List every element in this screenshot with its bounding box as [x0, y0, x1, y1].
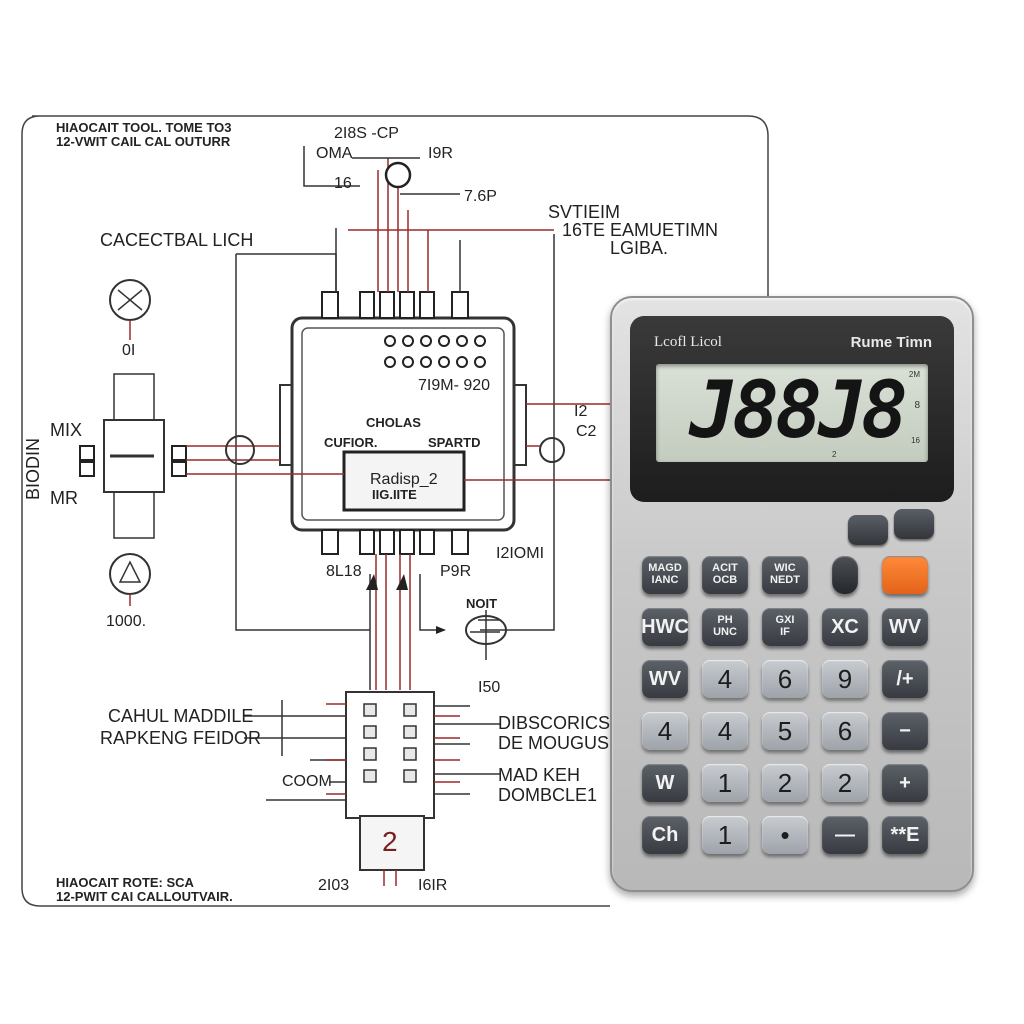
label-module-right-3: MAD KEH [498, 765, 581, 785]
label-system-3: LGIBA. [610, 238, 669, 258]
label-chip-b: CHOLAS [366, 415, 421, 430]
key-r2-c0[interactable]: WV [642, 660, 688, 698]
label-left-value: 0I [122, 342, 136, 359]
key-r5-c4[interactable]: **E [882, 816, 928, 854]
lcd-display: J88J8 2M 8 16 2 [656, 364, 928, 462]
key-r3-c2[interactable]: 5 [762, 712, 808, 750]
label-mid-left: 8L18 [326, 563, 362, 580]
display-bezel: Lcofl Licol Rume Timn J88J8 2M 8 16 2 [630, 316, 954, 502]
brand-right: Rume Timn [850, 334, 932, 351]
key-r1-c3[interactable]: XC [822, 608, 868, 646]
key-r4-c3[interactable]: 2 [822, 764, 868, 802]
label-chip-f: IIG.IITE [372, 487, 417, 502]
header-line-2: 12-VWIT CAIL CAL OUTURR [56, 134, 231, 149]
label-bottom-right: I6IR [418, 877, 448, 894]
label-side-right-1: I2 [574, 403, 588, 420]
calculator: Lcofl Licol Rume Timn J88J8 2M 8 16 2 MA… [610, 296, 974, 892]
key-r0-c2[interactable]: WIC NEDT [762, 556, 808, 594]
key-r3-c1[interactable]: 4 [702, 712, 748, 750]
label-top-c: I9R [428, 145, 453, 162]
label-system-1: SVTIEIM [548, 202, 621, 222]
key-r3-c3[interactable]: 6 [822, 712, 868, 750]
header-line-1: HIAOCAIT TOOL. TOME TO3 [56, 120, 232, 135]
display-value: J88J8 [689, 366, 908, 456]
key-r5-c1[interactable]: 1 [702, 816, 748, 854]
solar-panel [848, 503, 938, 547]
display-indicator-top: 2M [908, 370, 920, 379]
label-left-title: CACECTBAL LICH [100, 230, 254, 250]
label-top-d: 16 [334, 175, 352, 192]
solar-cell-left [848, 515, 888, 545]
label-top-b: OMA [316, 145, 353, 162]
key-r2-c2[interactable]: 6 [762, 660, 808, 698]
key-r4-c0[interactable]: W [642, 764, 688, 802]
label-mid-box: NOIT [466, 596, 498, 611]
toggle-switch[interactable] [832, 556, 858, 594]
key-r1-c2[interactable]: GXI IF [762, 608, 808, 646]
display-indicator-low: 2 [832, 450, 837, 459]
label-bottom-left: 2I03 [318, 877, 350, 894]
solar-cell-right [894, 509, 934, 539]
label-top-e: 7.6P [464, 188, 497, 205]
key-r1-c0[interactable]: HWC [641, 608, 689, 646]
label-module-left-2: RAPKENG FEIDOR [100, 728, 262, 748]
label-module-left-1: CAHUL MADDILE [108, 706, 254, 726]
power-button[interactable] [882, 556, 928, 594]
label-side-left: BIODIN [23, 437, 43, 500]
brand-left: Lcofl Licol [654, 334, 722, 350]
key-r0-c0[interactable]: MAGD IANC [642, 556, 688, 594]
key-r5-c0[interactable]: Ch [642, 816, 688, 854]
key-r2-c1[interactable]: 4 [702, 660, 748, 698]
label-mix: MIX [50, 420, 83, 440]
label-mid-right: P9R [440, 563, 472, 580]
label-module-right-2: DE MOUGUS [498, 733, 610, 753]
key-r1-c4[interactable]: WV [882, 608, 928, 646]
key-r5-c2[interactable]: • [762, 816, 808, 854]
label-system-2: 16TE EAMUETIMN [562, 220, 719, 240]
display-indicator-mid: 8 [914, 400, 920, 411]
key-r3-c0[interactable]: 4 [642, 712, 688, 750]
label-box-number: 2 [382, 826, 398, 857]
label-top-a: 2I8S -CP [334, 125, 399, 142]
label-module-right-1: DIBSCORICS [498, 713, 611, 733]
key-r2-c4[interactable]: /+ [882, 660, 928, 698]
label-module-top: I50 [478, 679, 501, 696]
label-module-left-3: COOM [282, 773, 332, 790]
display-indicator-bottom: 16 [911, 436, 920, 445]
footer-line-1: HIAOCAIT ROTE: SCA [56, 875, 194, 890]
label-mid-far-right: I2IOMI [496, 545, 545, 562]
label-left-bottom: 1000. [106, 613, 147, 630]
key-r4-c1[interactable]: 1 [702, 764, 748, 802]
label-chip-c: CUFIOR. [324, 435, 378, 450]
label-chip-a: 7I9M- 920 [418, 377, 491, 394]
label-mr: MR [50, 488, 78, 508]
label-module-right-4: DOMBCLE1 [498, 785, 598, 805]
footer-line-2: 12-PWIT CAI CALLOUTVAIR. [56, 889, 233, 904]
key-r4-c2[interactable]: 2 [762, 764, 808, 802]
key-r3-c4[interactable]: − [882, 712, 928, 750]
label-chip-e: Radisp_2 [370, 471, 438, 488]
label-chip-d: SPARTD [428, 435, 481, 450]
key-r5-c3[interactable]: — [822, 816, 868, 854]
label-side-right-2: C2 [576, 423, 597, 440]
key-r4-c4[interactable]: + [882, 764, 928, 802]
key-r1-c1[interactable]: PH UNC [702, 608, 748, 646]
key-r2-c3[interactable]: 9 [822, 660, 868, 698]
key-r0-c1[interactable]: ACIT OCB [702, 556, 748, 594]
